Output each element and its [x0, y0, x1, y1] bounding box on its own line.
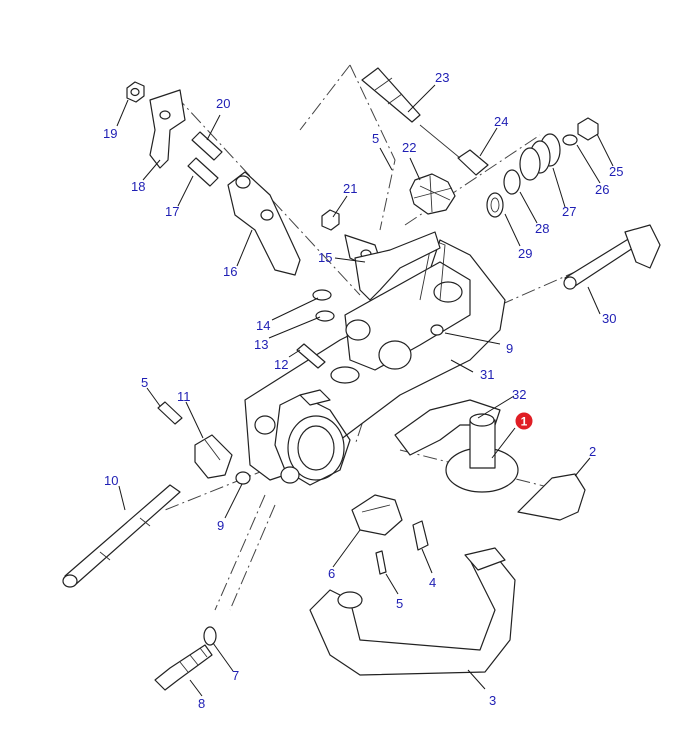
shaft-part-30[interactable]: [563, 224, 661, 290]
washer-part-7[interactable]: [203, 626, 217, 646]
callout-11: 11: [177, 389, 191, 404]
callout-21: 21: [343, 181, 357, 196]
callout-9-right: 9: [506, 341, 513, 356]
bracket-part-18[interactable]: [149, 89, 186, 169]
rotor-part-22[interactable]: [409, 173, 456, 215]
nut-part-21[interactable]: [321, 209, 340, 231]
pin-part-12[interactable]: [296, 343, 326, 369]
callout-20: 20: [216, 96, 230, 111]
callout-32: 32: [512, 387, 526, 402]
callout-13: 13: [254, 337, 268, 352]
callout-7: 7: [232, 668, 239, 683]
pin-part-17[interactable]: [187, 157, 219, 187]
screw-part-9-right[interactable]: [430, 324, 444, 336]
callout-4: 4: [429, 575, 436, 590]
cam-part-1[interactable]: [445, 413, 519, 493]
bolt-part-24[interactable]: [419, 124, 489, 176]
callout-15: 15: [318, 250, 332, 265]
seal-part-29[interactable]: [486, 192, 504, 218]
callout-5-left: 5: [141, 375, 148, 390]
callout-8: 8: [198, 696, 205, 711]
lever-arm-part-16[interactable]: [227, 171, 301, 276]
pin-part-5-left[interactable]: [157, 401, 183, 425]
yoke-part-3[interactable]: [309, 547, 516, 676]
funnel-part-23[interactable]: [361, 67, 421, 123]
bolt-part-20[interactable]: [191, 131, 223, 161]
callout-10: 10: [104, 473, 118, 488]
ring-part-28[interactable]: [503, 169, 521, 195]
callout-14: 14: [256, 318, 270, 333]
badge-circle: [514, 411, 534, 431]
nut-part-19[interactable]: [126, 81, 145, 103]
callout-27: 27: [562, 204, 576, 219]
pin-part-5-bottom[interactable]: [375, 550, 387, 575]
cap-part-25[interactable]: [577, 117, 599, 141]
callout-28: 28: [535, 221, 549, 236]
callout-30: 30: [602, 311, 616, 326]
callout-labels: 23 24 25 26 27 28 29 30 9 31 32 2 4 5 6 …: [103, 70, 623, 711]
badge-label: 1: [521, 415, 528, 429]
callout-23: 23: [435, 70, 449, 85]
callout-18: 18: [131, 179, 145, 194]
valve-part-11[interactable]: [194, 434, 233, 479]
callout-5-top: 5: [372, 131, 379, 146]
callout-24: 24: [494, 114, 508, 129]
sensor-part-6[interactable]: [351, 494, 403, 536]
callout-25: 25: [609, 164, 623, 179]
leader-lines: [116, 84, 614, 697]
shaft-part-10[interactable]: [62, 484, 181, 588]
plate-part-2[interactable]: [517, 473, 586, 521]
screw-part-9-left[interactable]: [235, 471, 251, 485]
snap-ring-part-14[interactable]: [312, 289, 332, 301]
callout-26: 26: [595, 182, 609, 197]
callout-6: 6: [328, 566, 335, 581]
callout-9-left: 9: [217, 518, 224, 533]
washer-part-26[interactable]: [562, 134, 578, 146]
valve-housing-part-31[interactable]: [244, 239, 506, 486]
bolt-part-4[interactable]: [412, 520, 429, 551]
callout-19: 19: [103, 126, 117, 141]
link-part-15[interactable]: [344, 231, 441, 301]
oring-part-13[interactable]: [315, 310, 335, 322]
callout-16: 16: [223, 264, 237, 279]
callout-3: 3: [489, 693, 496, 708]
callout-2: 2: [589, 444, 596, 459]
callout-22: 22: [402, 140, 416, 155]
bolt-part-8[interactable]: [154, 644, 213, 691]
callout-29: 29: [518, 246, 532, 261]
spring-part-27[interactable]: [519, 133, 561, 181]
callout-5-bottom: 5: [396, 596, 403, 611]
callout-12: 12: [274, 357, 288, 372]
callout-31: 31: [480, 367, 494, 382]
highlight-badge[interactable]: 1: [514, 411, 534, 431]
callout-17: 17: [165, 204, 179, 219]
